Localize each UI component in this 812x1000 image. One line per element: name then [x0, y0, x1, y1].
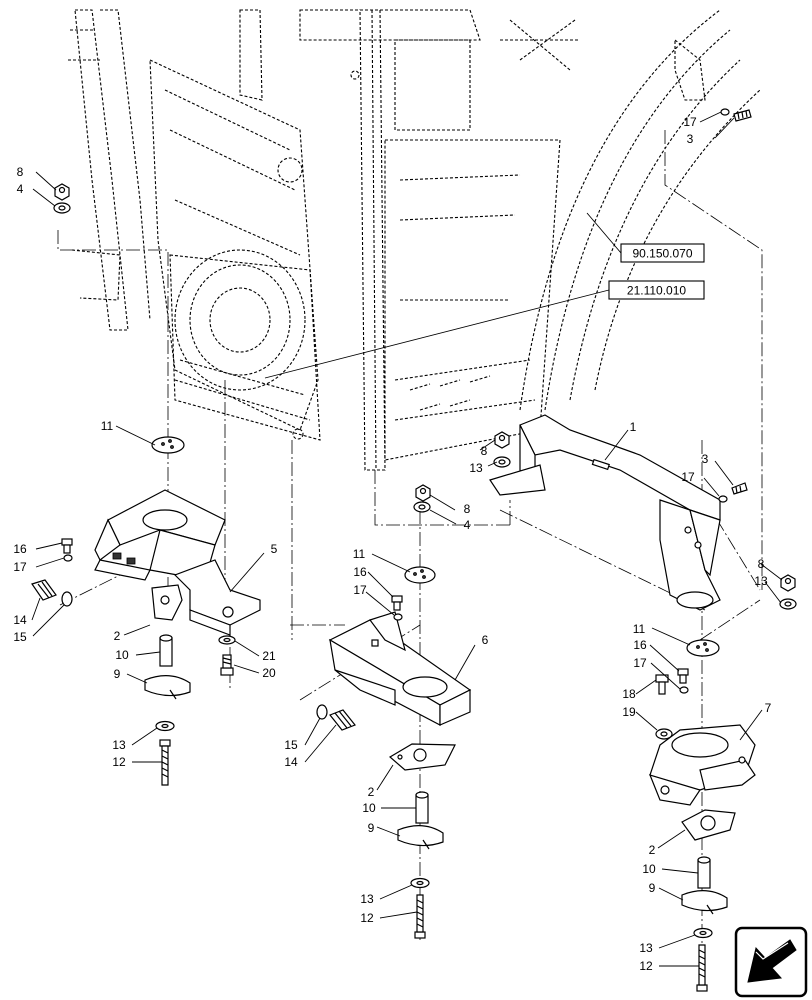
rear-support-bracket: [489, 414, 721, 611]
callout: 8: [17, 165, 24, 179]
callout: 10: [115, 648, 129, 662]
callout: 9: [114, 667, 121, 681]
washers: [53, 108, 797, 939]
callout: 13: [754, 574, 768, 588]
callout: 14: [13, 613, 27, 627]
callout: 14: [284, 755, 298, 769]
arrow-left-down-icon[interactable]: [734, 926, 808, 998]
callout-labels: 1 2 2 2 3 3 4 4 5 6 7 8 8 8 8 9 9 9 10 1…: [13, 115, 771, 973]
callout: 17: [683, 115, 697, 129]
callout: 18: [622, 687, 636, 701]
callout: 15: [284, 738, 298, 752]
callout: 13: [469, 461, 483, 475]
reference-label: 21.110.010: [627, 284, 686, 298]
callout: 13: [112, 738, 126, 752]
callout: 19: [622, 705, 636, 719]
callout: 13: [639, 941, 653, 955]
bumpers: [144, 675, 728, 915]
reference-label: 90.150.070: [632, 247, 692, 261]
cab-frame-outline: [68, 9, 761, 471]
callout: 13: [360, 892, 374, 906]
spacers: [159, 634, 711, 889]
reference-box-90-150-070[interactable]: 90.150.070: [620, 243, 705, 263]
bolts: [31, 109, 752, 992]
callout: 8: [481, 444, 488, 458]
leader-lines: [31, 111, 783, 967]
callout: 17: [353, 583, 367, 597]
callout: 2: [114, 629, 121, 643]
callout: 5: [271, 542, 278, 556]
callout: 21: [262, 649, 276, 663]
callout: 11: [353, 547, 366, 561]
callout: 11: [101, 419, 114, 433]
callout: 17: [681, 470, 695, 484]
callout: 6: [482, 633, 489, 647]
callout: 8: [758, 557, 765, 571]
callout: 10: [642, 862, 656, 876]
callout: 12: [639, 959, 653, 973]
nuts: [54, 183, 796, 592]
callout: 12: [360, 911, 374, 925]
callout: 17: [13, 560, 27, 574]
callout: 2: [368, 785, 375, 799]
callout: 7: [765, 701, 772, 715]
callout: 2: [649, 843, 656, 857]
callout: 4: [464, 518, 471, 532]
callout: 9: [368, 821, 375, 835]
callout: 10: [362, 801, 376, 815]
callout: 9: [649, 881, 656, 895]
center-bracket: [328, 611, 472, 726]
reference-box-21-110-010[interactable]: 21.110.010: [608, 280, 705, 300]
right-mount: [648, 724, 756, 806]
left-bracket-assembly: [94, 489, 261, 636]
callout: 3: [702, 452, 709, 466]
plates: [388, 743, 736, 841]
callout: 1: [630, 420, 637, 434]
callout: 12: [112, 755, 126, 769]
callout: 16: [13, 542, 27, 556]
callout: 8: [464, 502, 471, 516]
callout: 16: [633, 638, 647, 652]
callout: 20: [262, 666, 276, 680]
callout: 3: [687, 132, 694, 146]
top-discs: [151, 436, 720, 657]
callout: 16: [353, 565, 367, 579]
callout: 4: [17, 182, 24, 196]
callout: 11: [633, 622, 646, 636]
callout: 15: [13, 630, 27, 644]
callout: 17: [633, 656, 647, 670]
